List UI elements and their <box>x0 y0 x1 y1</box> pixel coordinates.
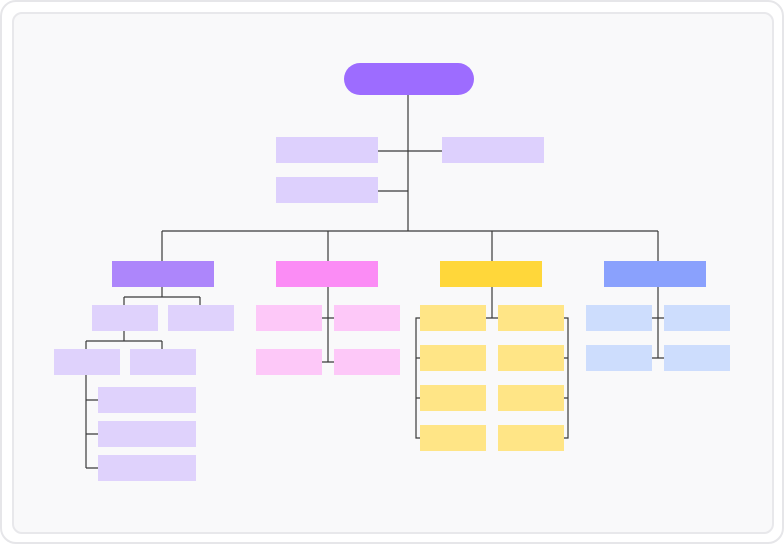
yellow-child-node-left-3[interactable] <box>420 385 486 411</box>
branch-node-blue[interactable] <box>604 261 706 287</box>
yellow-child-node-left-1[interactable] <box>420 305 486 331</box>
yellow-child-node-right-3[interactable] <box>498 385 564 411</box>
blue-child-node-1[interactable] <box>586 305 652 331</box>
blue-child-node-3[interactable] <box>586 345 652 371</box>
branch-bus-line <box>161 230 659 261</box>
branch-node-yellow[interactable] <box>440 261 542 287</box>
purple-leaf-node-2[interactable] <box>98 421 196 447</box>
pink-child-node-3[interactable] <box>256 349 322 375</box>
purple-child-node-1[interactable] <box>92 305 158 331</box>
blue-child-node-2[interactable] <box>664 305 730 331</box>
blue-branch-lines <box>652 287 664 359</box>
yellow-left-bracket <box>415 317 420 439</box>
purple-leaf-node-3[interactable] <box>98 455 196 481</box>
blue-child-node-4[interactable] <box>664 345 730 371</box>
yellow-child-node-right-2[interactable] <box>498 345 564 371</box>
root-node[interactable] <box>344 63 474 95</box>
branch-node-purple[interactable] <box>112 261 214 287</box>
pink-branch-lines <box>322 287 334 363</box>
yellow-branch-lines <box>486 287 498 319</box>
pink-child-node-1[interactable] <box>256 305 322 331</box>
pink-child-node-2[interactable] <box>334 305 400 331</box>
purple-subchild-node-1[interactable] <box>54 349 120 375</box>
purple-sub-lines <box>85 331 163 349</box>
purple-subchild-node-2[interactable] <box>130 349 196 375</box>
side-node-right-1[interactable] <box>442 137 544 163</box>
purple-leaf-node-1[interactable] <box>98 387 196 413</box>
purple-branch-lines <box>123 287 201 305</box>
pink-child-node-4[interactable] <box>334 349 400 375</box>
yellow-child-node-left-2[interactable] <box>420 345 486 371</box>
side-node-left-1[interactable] <box>276 137 378 163</box>
yellow-right-bracket <box>564 317 569 439</box>
yellow-child-node-right-4[interactable] <box>498 425 564 451</box>
purple-leaf-lines <box>85 375 98 469</box>
yellow-child-node-right-1[interactable] <box>498 305 564 331</box>
purple-child-node-2[interactable] <box>168 305 234 331</box>
node-boxes <box>54 63 730 481</box>
side-node-links <box>378 150 442 192</box>
connector-lines <box>85 95 664 469</box>
branch-node-pink[interactable] <box>276 261 378 287</box>
yellow-child-node-left-4[interactable] <box>420 425 486 451</box>
side-node-left-2[interactable] <box>276 177 378 203</box>
